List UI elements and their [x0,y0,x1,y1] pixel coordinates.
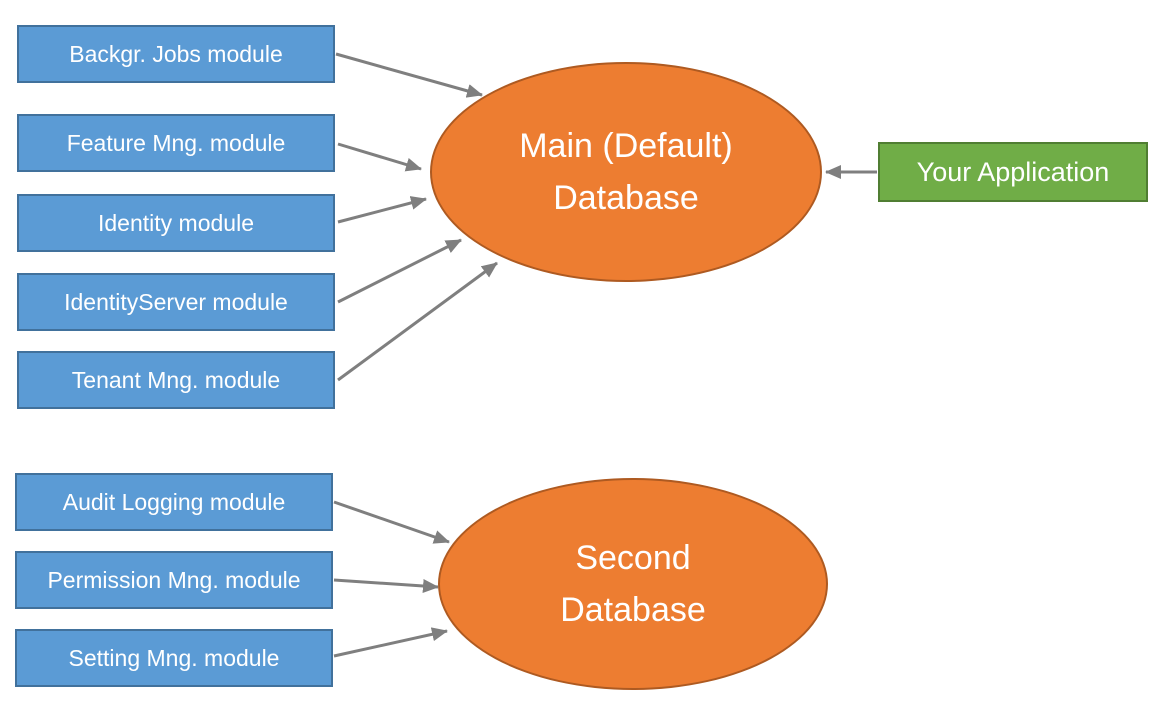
database-label-line: Database [560,591,706,629]
module-box-feature-mng: Feature Mng. module [17,114,335,172]
module-label: Setting Mng. module [68,644,280,671]
database-label-line: Second [575,539,691,577]
module-box-audit-logging: Audit Logging module [15,473,333,531]
your-application-box: Your Application [878,142,1148,202]
module-label: Tenant Mng. module [71,366,281,393]
module-label: Backgr. Jobs module [69,40,283,67]
module-box-setting-mng: Setting Mng. module [15,629,333,687]
module-box-tenant-mng: Tenant Mng. module [17,351,335,409]
application-label: Your Application [916,156,1110,187]
arrow-backgr-jobs-to-main-db [335,52,483,98]
module-box-backgr-jobs: Backgr. Jobs module [17,25,335,83]
main-database-ellipse: Main (Default) Database [430,62,822,282]
module-label: IdentityServer module [64,288,288,315]
arrow-identityserver-to-main-db [337,238,462,304]
module-label: Feature Mng. module [66,129,286,156]
arrow-identity-to-main-db [337,196,427,224]
arrow-feature-mng-to-main-db [337,142,422,172]
arrow-tenant-mng-to-main-db [337,261,498,382]
module-label: Identity module [98,209,254,236]
module-label: Audit Logging module [62,488,286,515]
second-database-ellipse: Second Database [438,478,828,690]
arrow-permission-mng-to-second-db [333,578,439,593]
arrow-setting-mng-to-second-db [333,627,448,658]
arrow-audit-logging-to-second-db [333,500,450,544]
module-label: Permission Mng. module [47,566,301,593]
database-label-line: Database [553,179,699,217]
module-box-identityserver: IdentityServer module [17,273,335,331]
database-label-line: Main (Default) [519,127,733,165]
module-box-identity: Identity module [17,194,335,252]
module-box-permission-mng: Permission Mng. module [15,551,333,609]
